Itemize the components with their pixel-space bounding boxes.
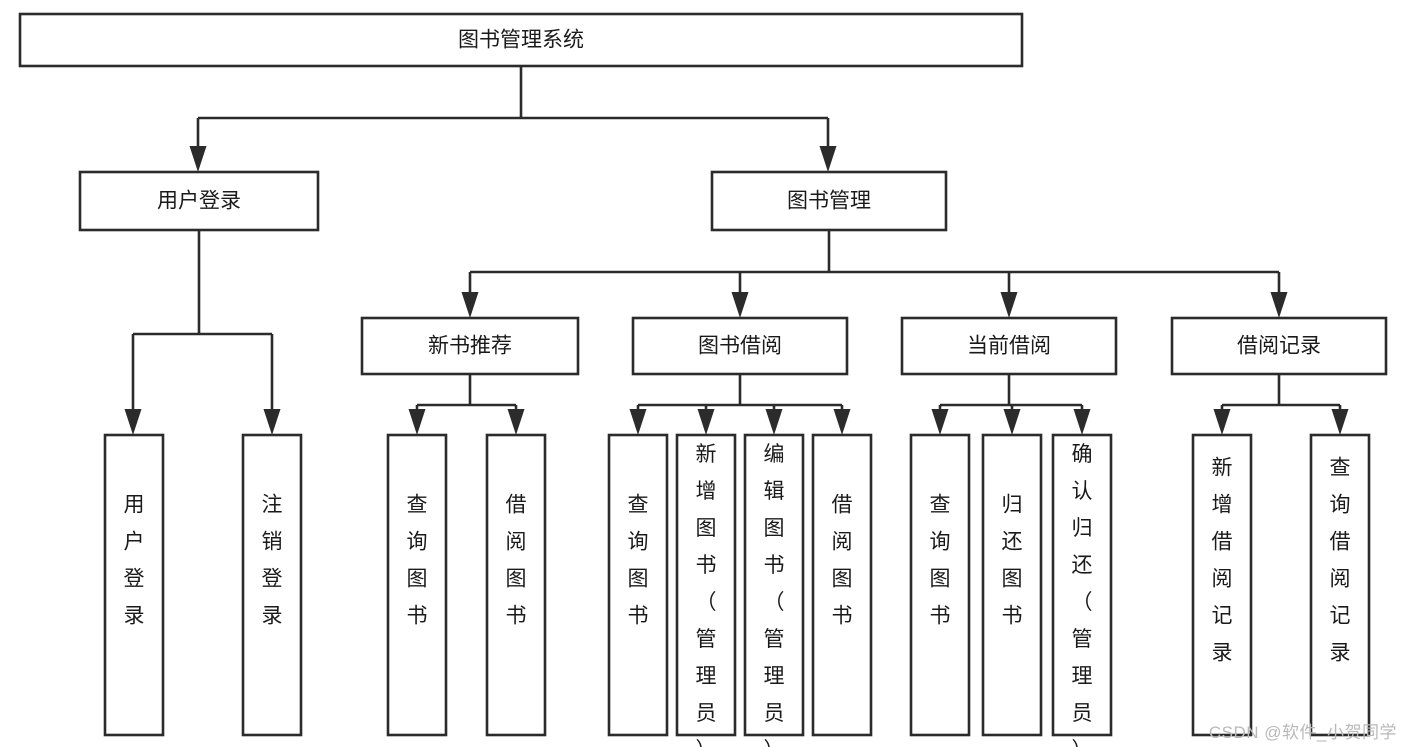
connector-cb-bus <box>931 374 1091 435</box>
node-box-cb-return-book <box>981 433 1043 737</box>
connector-br-bus <box>1213 374 1349 435</box>
connector-user-login-bus <box>124 230 281 435</box>
node-box-nbr-query-book <box>386 433 448 737</box>
node-box-bb-query-book <box>607 433 669 737</box>
node-box-new-book-recommend <box>360 316 580 376</box>
node-user-login-do[interactable]: 用户登录 <box>103 433 165 737</box>
node-box-book-borrow <box>631 316 849 376</box>
node-box-user-logout <box>241 433 303 737</box>
node-box-current-borrow <box>900 316 1118 376</box>
node-bb-add-book[interactable]: 新增图书（管理员） <box>675 433 737 747</box>
node-bb-query-book[interactable]: 查询图书 <box>607 433 669 737</box>
node-box-user-login <box>78 170 320 232</box>
node-label-bb-borrow-book: 借阅图书 <box>832 494 853 628</box>
node-nbr-borrow-book[interactable]: 借阅图书 <box>485 433 547 737</box>
connector-root-bus <box>189 66 837 172</box>
node-box-bb-edit-book <box>743 433 805 737</box>
node-label-borrow-record: 借阅记录 <box>1237 335 1321 358</box>
node-cb-confirm-return[interactable]: 确认归还（管理员） <box>1051 433 1113 747</box>
node-label-nbr-borrow-book: 借阅图书 <box>506 494 527 628</box>
node-box-borrow-record <box>1170 316 1388 376</box>
node-box-root <box>18 12 1024 68</box>
node-br-add-record[interactable]: 新增借阅记录 <box>1191 433 1253 737</box>
node-box-cb-confirm-return <box>1051 433 1113 737</box>
node-box-cb-query-book <box>909 433 971 737</box>
connector-bb-bus <box>629 374 851 435</box>
node-nbr-query-book[interactable]: 查询图书 <box>386 433 448 737</box>
node-label-current-borrow: 当前借阅 <box>967 335 1051 358</box>
node-user-login[interactable]: 用户登录 <box>78 170 320 232</box>
node-label-nbr-query-book: 查询图书 <box>407 494 428 628</box>
node-label-br-query-record: 查询借阅记录 <box>1330 457 1351 665</box>
node-label-cb-return-book: 归还图书 <box>1002 494 1023 628</box>
node-box-user-login-do <box>103 433 165 737</box>
node-label-cb-query-book: 查询图书 <box>930 494 951 628</box>
node-bb-edit-book[interactable]: 编辑图书（管理员） <box>743 433 805 747</box>
node-label-bb-query-book: 查询图书 <box>628 494 649 628</box>
node-label-cb-confirm-return: 确认归还（管理员） <box>1072 443 1093 747</box>
node-box-br-add-record <box>1191 433 1253 737</box>
node-label-book-borrow: 图书借阅 <box>698 335 782 358</box>
node-label-bb-add-book: 新增图书（管理员） <box>696 443 717 747</box>
node-box-book-manage <box>710 170 948 232</box>
node-cb-query-book[interactable]: 查询图书 <box>909 433 971 737</box>
node-label-user-login: 用户登录 <box>157 190 241 213</box>
node-box-br-query-record <box>1309 433 1371 737</box>
node-label-new-book-recommend: 新书推荐 <box>428 335 512 358</box>
node-label-user-logout: 注销登录 <box>262 494 283 628</box>
node-user-logout[interactable]: 注销登录 <box>241 433 303 737</box>
connector-nbr-bus <box>408 374 525 435</box>
node-label-br-add-record: 新增借阅记录 <box>1212 457 1233 665</box>
node-label-bb-edit-book: 编辑图书（管理员） <box>764 443 785 747</box>
node-box-nbr-borrow-book <box>485 433 547 737</box>
node-bb-borrow-book[interactable]: 借阅图书 <box>811 433 873 737</box>
node-box-bb-borrow-book <box>811 433 873 737</box>
node-root[interactable]: 图书管理系统 <box>18 12 1024 68</box>
node-book-borrow[interactable]: 图书借阅 <box>631 316 849 376</box>
connector-layer <box>124 66 1349 435</box>
node-label-root: 图书管理系统 <box>458 29 584 52</box>
node-current-borrow[interactable]: 当前借阅 <box>900 316 1118 376</box>
node-label-book-manage: 图书管理 <box>787 190 871 213</box>
node-layer: 图书管理系统用户登录用户登录注销登录图书管理新书推荐查询图书借阅图书图书借阅查询… <box>18 12 1388 747</box>
node-box-bb-add-book <box>675 433 737 737</box>
node-new-book-recommend[interactable]: 新书推荐 <box>360 316 580 376</box>
node-cb-return-book[interactable]: 归还图书 <box>981 433 1043 737</box>
node-borrow-record[interactable]: 借阅记录 <box>1170 316 1388 376</box>
connector-book-manage-bus <box>461 230 1288 318</box>
node-book-manage[interactable]: 图书管理 <box>710 170 948 232</box>
node-br-query-record[interactable]: 查询借阅记录 <box>1309 433 1371 737</box>
node-label-user-login-do: 用户登录 <box>124 494 145 628</box>
